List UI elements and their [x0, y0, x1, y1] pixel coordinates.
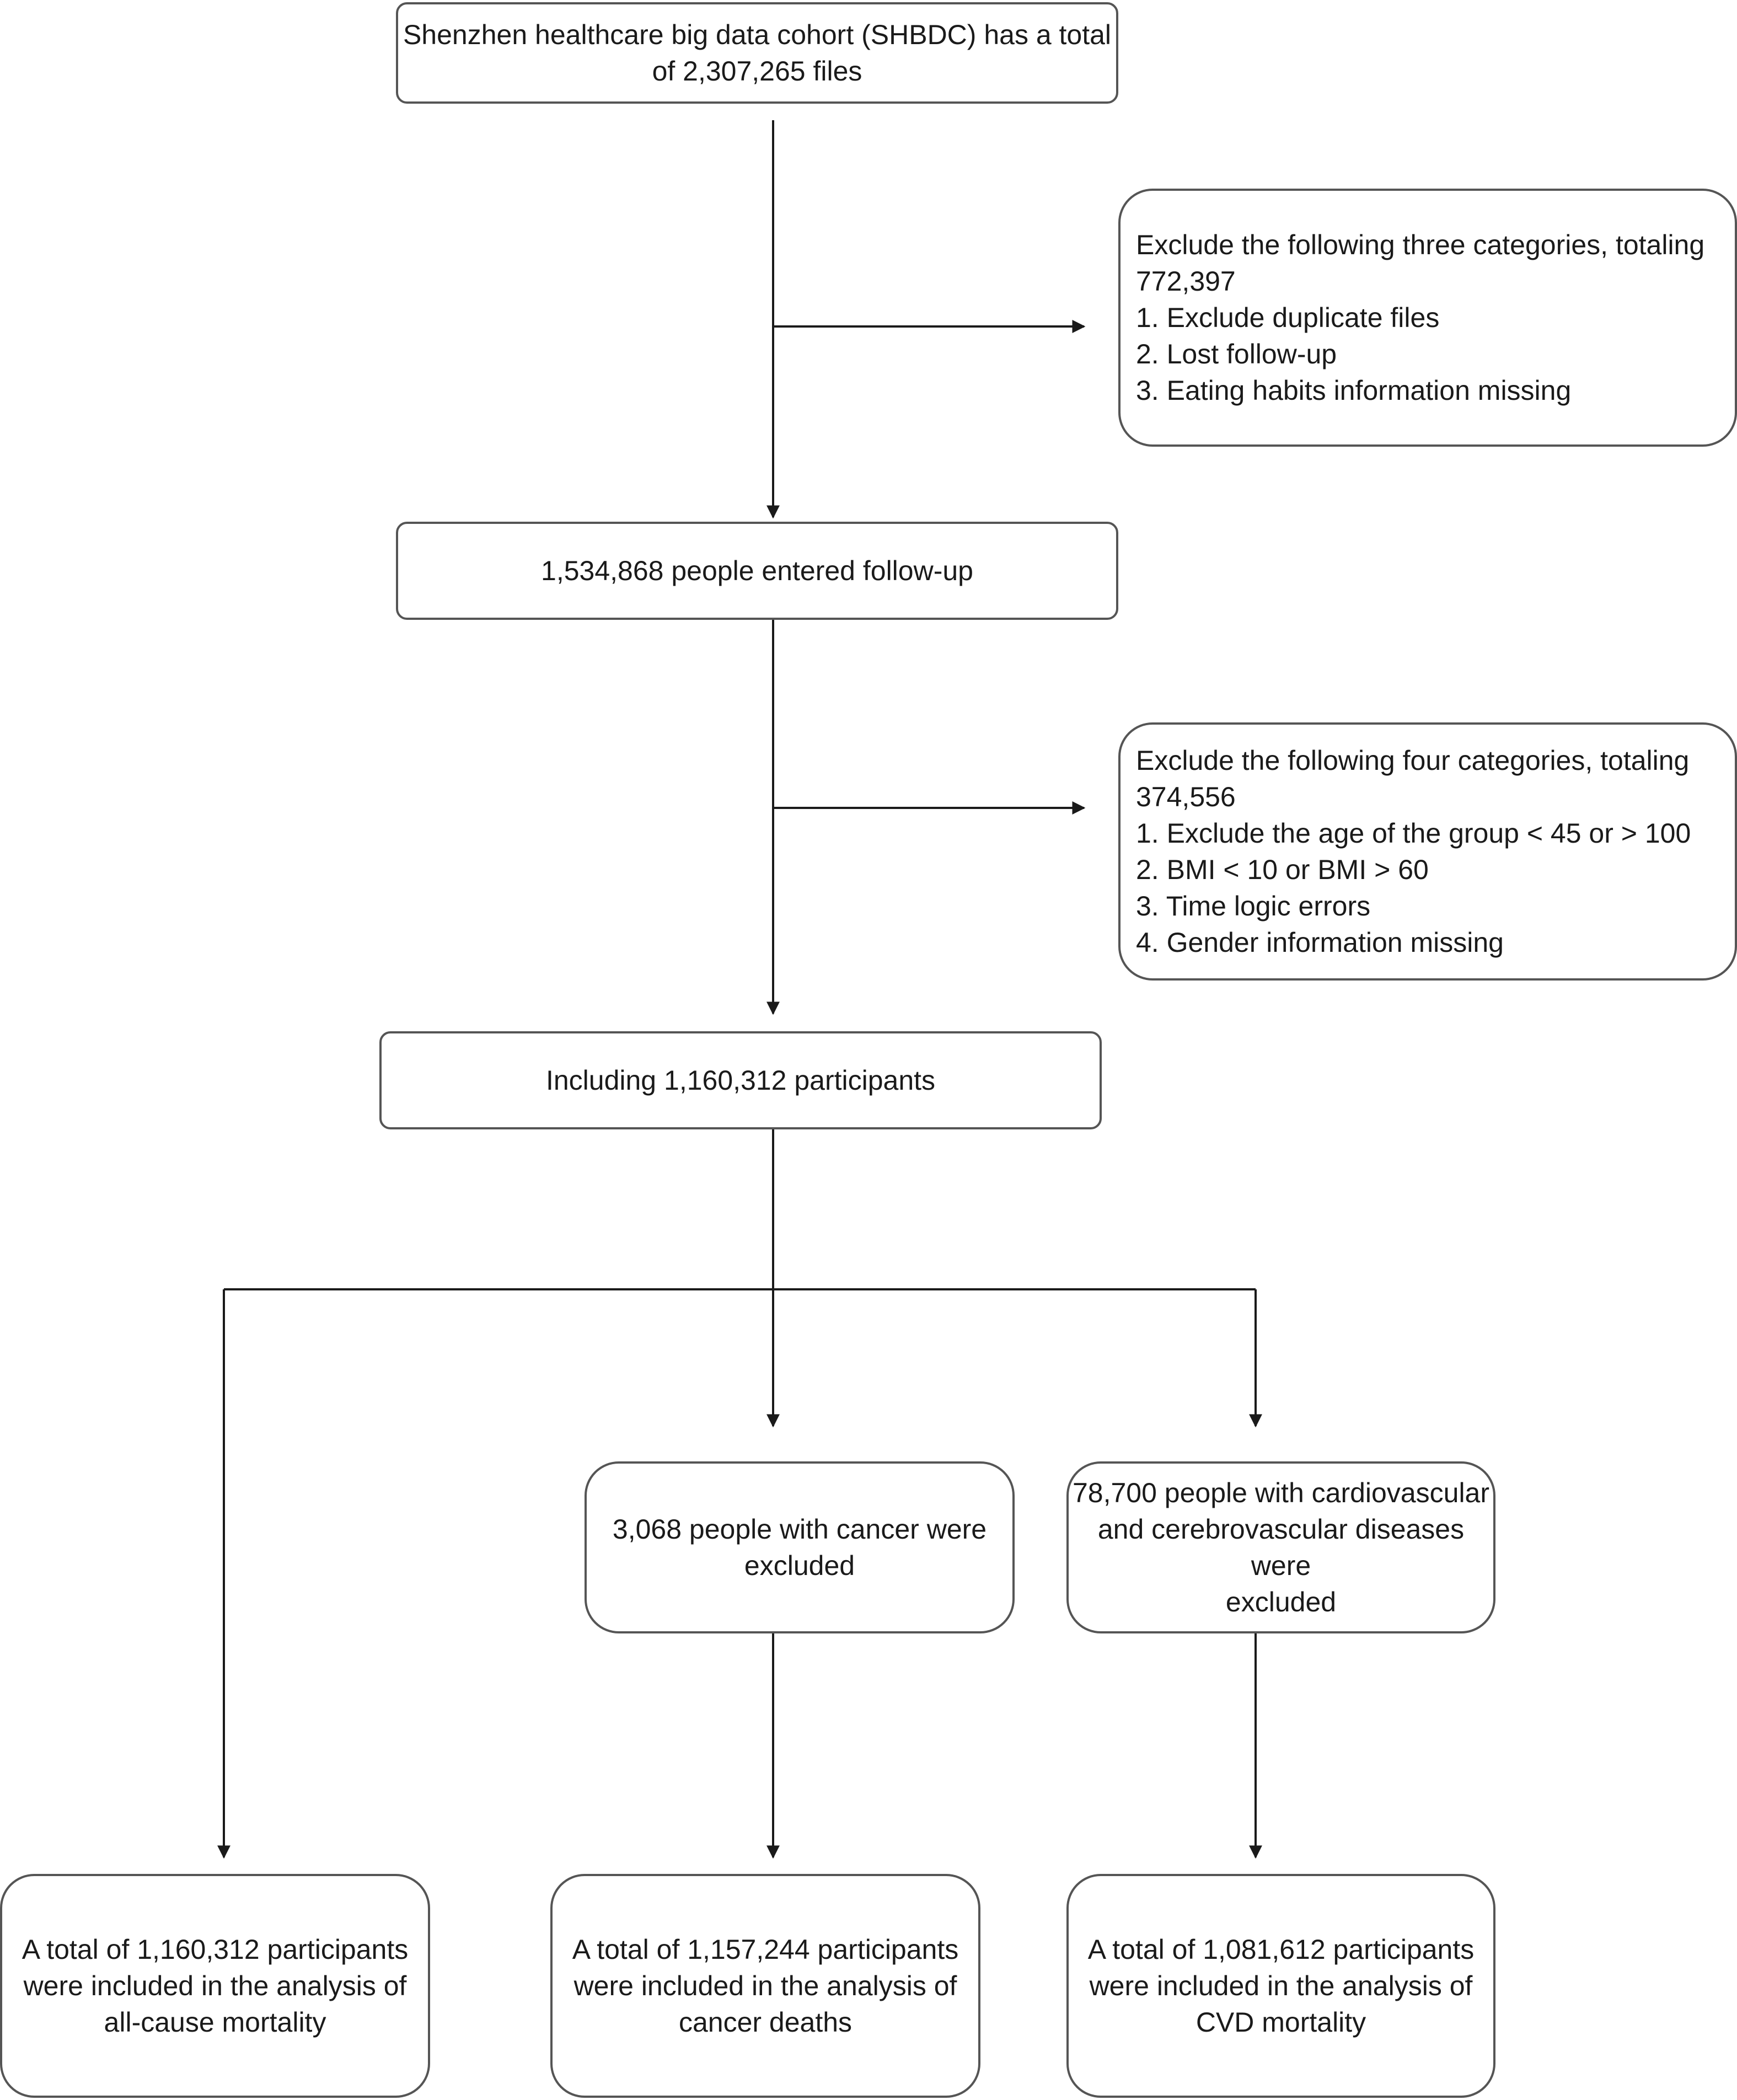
shbdc-line-2: of 2,307,265 files [652, 56, 862, 87]
exclusion-2-item: 3. Time logic errors [1136, 891, 1371, 922]
exclusion-2-item: 2. BMI < 10 or BMI > 60 [1136, 854, 1429, 885]
cvd-mortality-line-3: CVD mortality [1195, 2007, 1366, 2038]
shbdc-line-1: Shenzhen healthcare big data cohort (SHB… [403, 19, 1112, 50]
followup-box: 1,534,868 people entered follow-up [396, 522, 1118, 620]
cancer-excluded-line-1: 3,068 people with cancer were [612, 1514, 987, 1545]
exclusion-2-item: 1. Exclude the age of the group < 45 or … [1136, 818, 1691, 849]
cancer-deaths-line-2: were included in the analysis of [573, 1970, 957, 2001]
shbdc-total-box: Shenzhen healthcare big data cohort (SHB… [396, 2, 1118, 104]
followup-text: 1,534,868 people entered follow-up [541, 555, 973, 586]
allcause-line-2: were included in the analysis of [23, 1970, 407, 2001]
exclusion-1-item: 1. Exclude duplicate files [1136, 302, 1440, 333]
cvd-mortality-box: A total of 1,081,612 participants were i… [1066, 1874, 1495, 2098]
cvd-excluded-line-2: and cerebrovascular diseases were [1097, 1514, 1465, 1581]
cvd-excluded-line-1: 78,700 people with cardiovascular [1072, 1477, 1490, 1508]
exclusion-box-2: Exclude the following four categories, t… [1118, 722, 1737, 981]
cvd-mortality-line-1: A total of 1,081,612 participants [1087, 1934, 1475, 1965]
exclusion-1-heading: Exclude the following three categories, … [1136, 229, 1705, 260]
exclusion-2-total: 374,556 [1136, 781, 1236, 812]
including-box: Including 1,160,312 participants [379, 1031, 1102, 1129]
cancer-deaths-line-3: cancer deaths [678, 2007, 853, 2038]
cancer-excluded-box: 3,068 people with cancer were excluded [585, 1461, 1015, 1633]
cancer-excluded-line-2: excluded [744, 1550, 855, 1581]
allcause-line-1: A total of 1,160,312 participants [22, 1934, 409, 1965]
exclusion-1-total: 772,397 [1136, 266, 1236, 297]
including-text: Including 1,160,312 participants [545, 1065, 936, 1096]
cvd-excluded-line-3: excluded [1225, 1587, 1337, 1617]
cancer-deaths-line-1: A total of 1,157,244 participants [572, 1934, 959, 1965]
exclusion-2-item: 4. Gender information missing [1136, 927, 1504, 958]
cvd-mortality-line-2: were included in the analysis of [1089, 1970, 1473, 2001]
allcause-box: A total of 1,160,312 participants were i… [0, 1874, 430, 2098]
exclusion-box-1: Exclude the following three categories, … [1118, 189, 1737, 447]
cvd-excluded-box: 78,700 people with cardiovascular and ce… [1066, 1461, 1495, 1633]
cancer-deaths-box: A total of 1,157,244 participants were i… [550, 1874, 980, 2098]
exclusion-2-heading: Exclude the following four categories, t… [1136, 745, 1690, 776]
exclusion-1-item: 2. Lost follow-up [1136, 339, 1337, 369]
allcause-line-3: all-cause mortality [104, 2007, 326, 2038]
exclusion-1-item: 3. Eating habits information missing [1136, 375, 1572, 406]
